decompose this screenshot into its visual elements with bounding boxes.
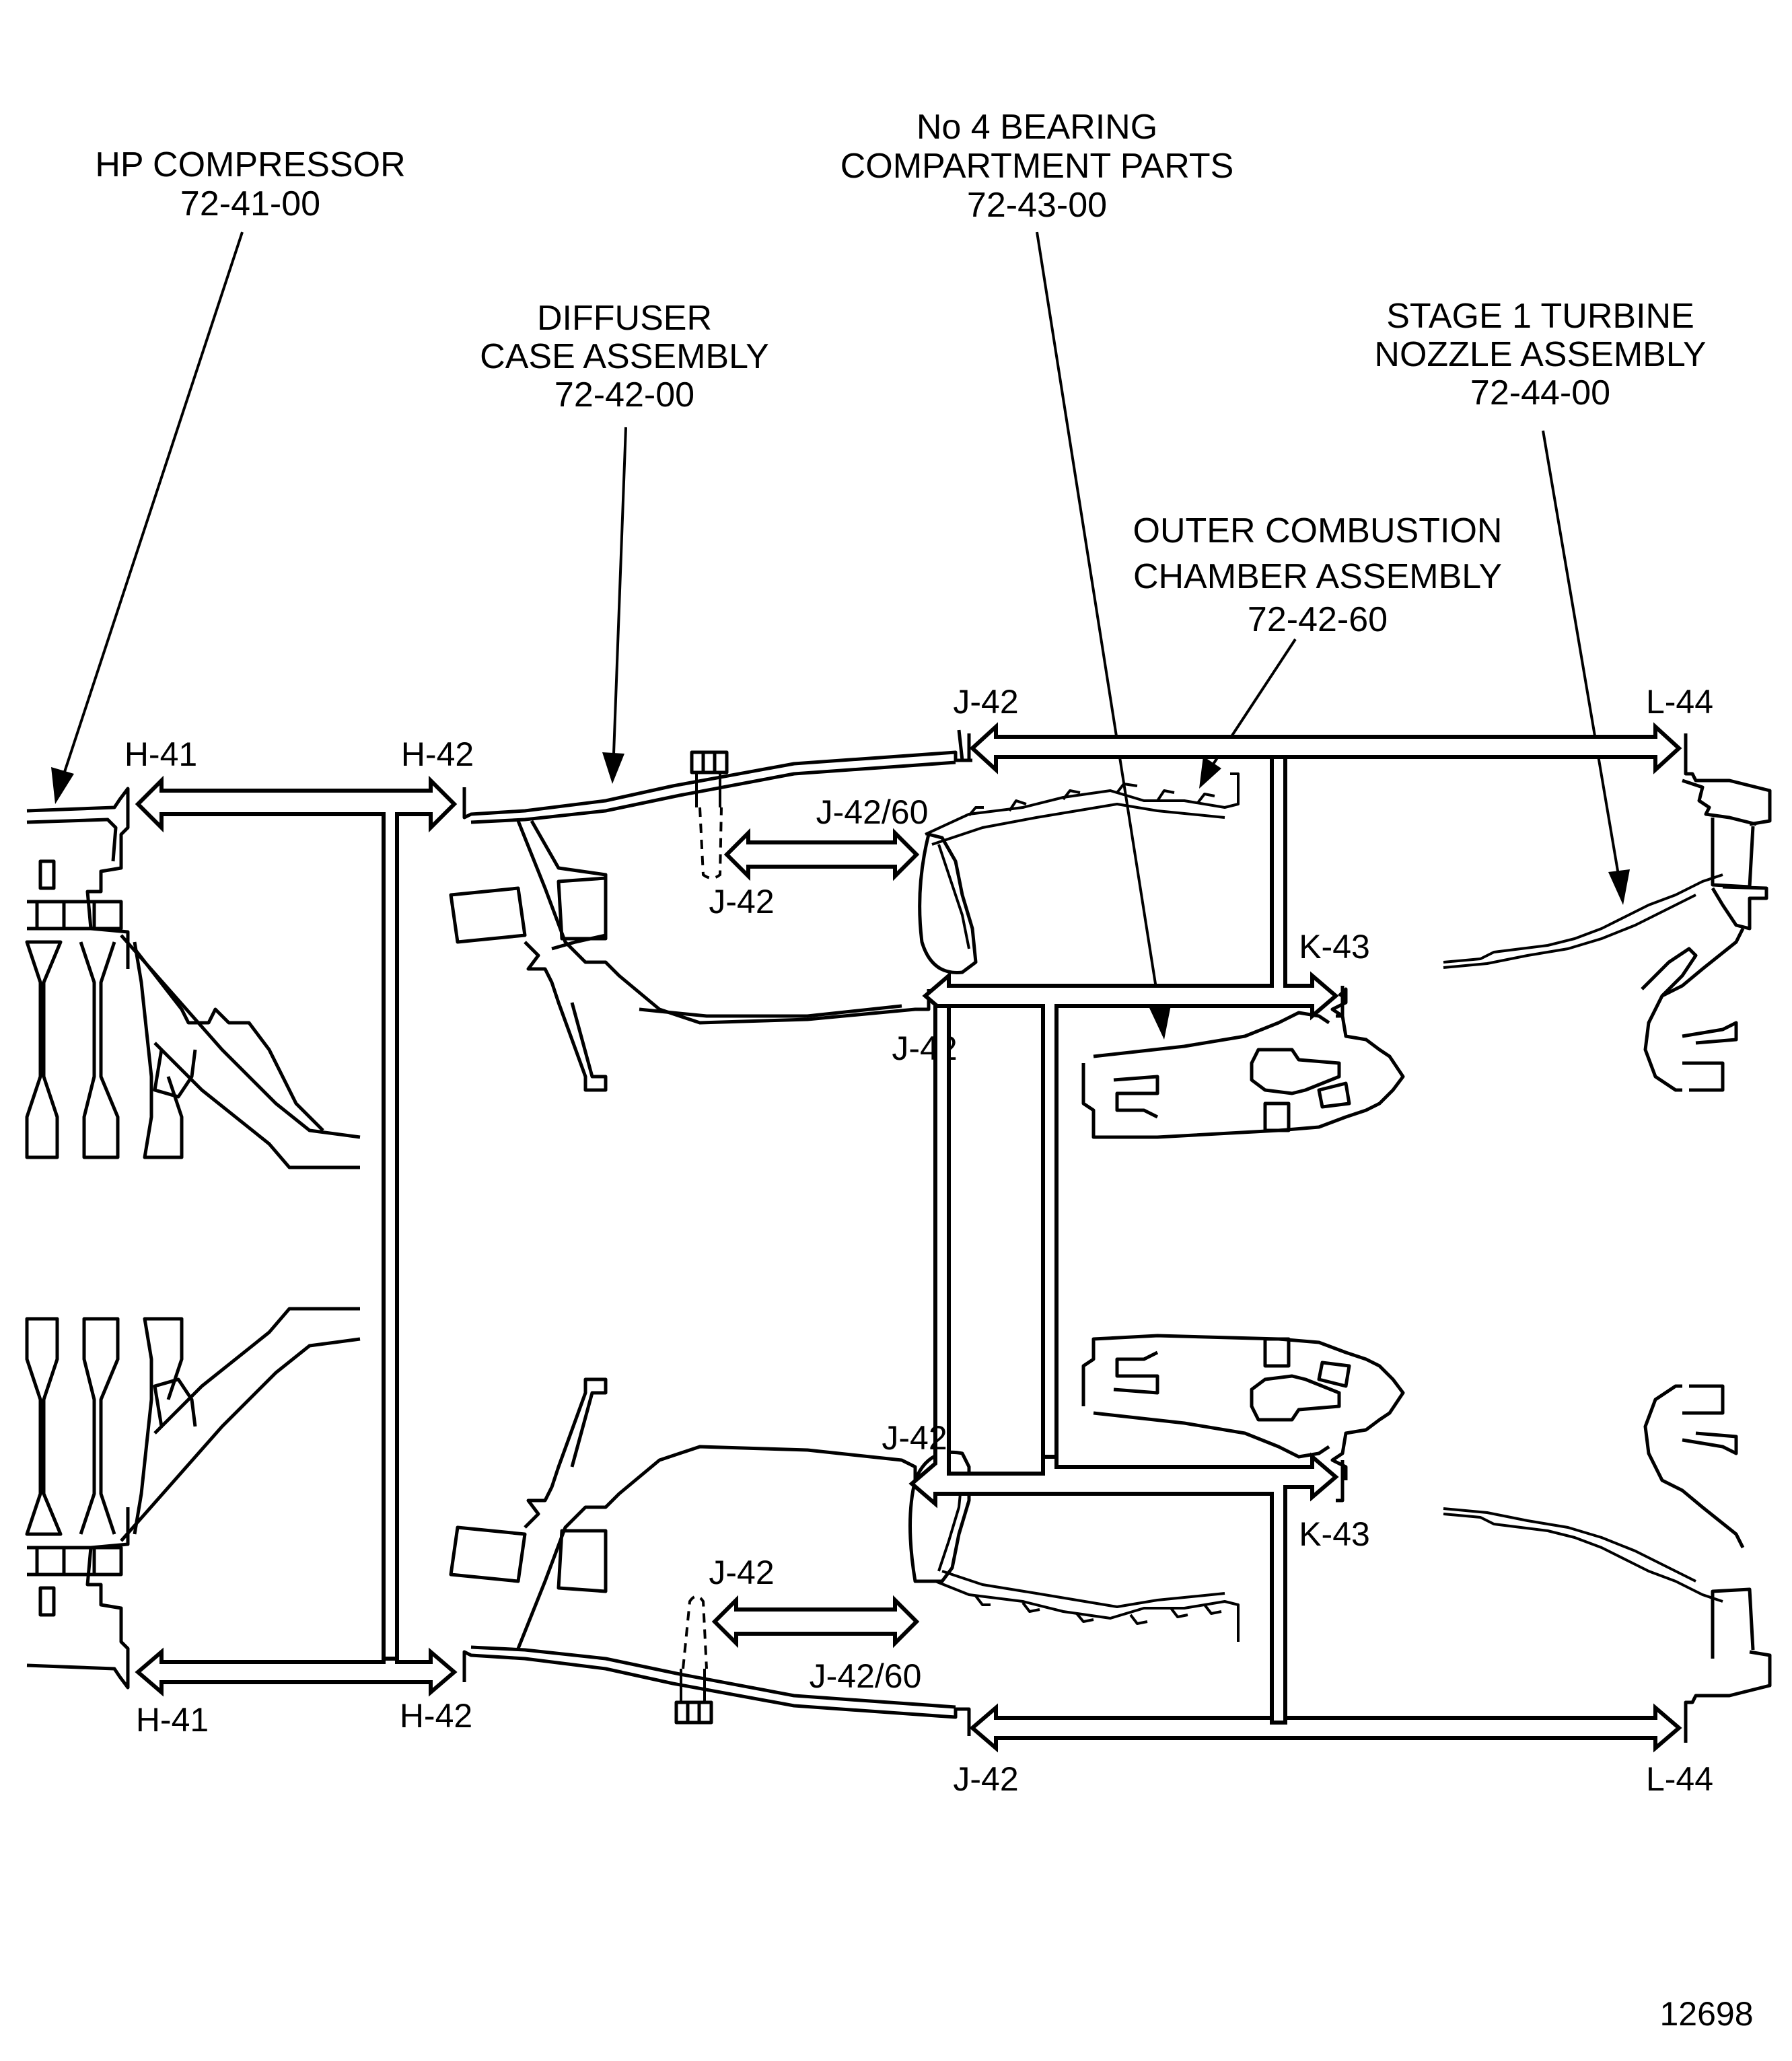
label-outer-combustion-chamber: OUTER COMBUSTION CHAMBER ASSEMBLY 72-42-… (1133, 511, 1503, 639)
label-line: NOZZLE ASSEMBLY (1374, 335, 1706, 374)
connection-label-k43: K-43 (1299, 928, 1370, 966)
connector-arrow-h41-h42-upper (135, 775, 458, 1661)
part-bolt-upper (690, 750, 729, 879)
connector-arrow-j42-l44-upper (969, 722, 1682, 991)
figure-number: 12698 (1659, 1995, 1753, 2033)
connection-label-j42-60: J-42/60 (816, 793, 929, 831)
connection-label-j42: J-42 (709, 883, 774, 920)
leader-stage1-turbine-nozzle (1542, 430, 1630, 905)
connection-label-h42: H-42 (401, 735, 474, 773)
flange-j42-upper (957, 729, 972, 762)
connector-arrow-h41-h42-lower (135, 1647, 458, 1697)
label-line: 72-41-00 (180, 184, 320, 223)
label-line: COMPARTMENT PARTS (840, 147, 1234, 186)
part-hp-compressor-upper (25, 787, 361, 1169)
label-line: OUTER COMBUSTION (1133, 511, 1503, 550)
part-bolt-lower (674, 1595, 713, 1725)
leader-hp-compressor (51, 231, 244, 804)
connector-arrow-j42-60-upper (723, 828, 920, 881)
connection-label-h41: H-41 (136, 1701, 209, 1739)
connection-label-l44: L-44 (1646, 683, 1713, 721)
connection-label-j42: J-42 (882, 1419, 947, 1457)
label-no4-bearing: No 4 BEARING COMPARTMENT PARTS 72-43-00 (840, 108, 1234, 225)
flange-k43-upper (1336, 986, 1345, 1018)
connection-label-j42: J-42 (953, 1760, 1018, 1798)
part-turbine-nozzle-lower (1443, 1384, 1772, 1743)
part-diffuser-case-upper (449, 733, 971, 1092)
part-diffuser-case-lower (449, 1377, 971, 1736)
connector-arrow-j42-k43-lower (908, 1004, 1339, 1725)
part-hp-compressor-lower (25, 1307, 361, 1690)
connection-label-j42: J-42 (953, 683, 1018, 721)
connector-arrow-j42-k43-upper (922, 755, 1339, 1459)
flange-k43-lower (1336, 1460, 1345, 1503)
connection-labels-lower: J-42 J-42 K-43 J-42/60 H-41 H-42 J-42 L-… (136, 1419, 1713, 1798)
label-line: CHAMBER ASSEMBLY (1133, 557, 1502, 596)
label-line: 72-43-00 (967, 186, 1107, 225)
label-diffuser-case: DIFFUSER CASE ASSEMBLY 72-42-00 (480, 299, 769, 414)
label-hp-compressor: HP COMPRESSOR 72-41-00 (95, 145, 405, 223)
connection-label-j42: J-42 (709, 1554, 774, 1591)
label-line: No 4 BEARING (917, 108, 1157, 147)
label-line: STAGE 1 TURBINE (1386, 297, 1694, 336)
leader-diffuser-case (602, 427, 627, 784)
connection-label-k43: K-43 (1299, 1515, 1370, 1553)
part-no4-bearing-lower (1081, 1334, 1405, 1480)
label-stage1-turbine-nozzle: STAGE 1 TURBINE NOZZLE ASSEMBLY 72-44-00 (1374, 297, 1706, 412)
connection-label-j42-60: J-42/60 (810, 1657, 922, 1695)
label-line: 72-42-60 (1248, 600, 1388, 639)
part-no4-bearing-upper (1081, 987, 1405, 1139)
leader-no4-bearing (1036, 231, 1171, 1040)
label-line: 72-42-00 (554, 375, 694, 414)
part-turbine-nozzle-upper (1443, 733, 1772, 1092)
connection-label-h42: H-42 (400, 1697, 472, 1735)
connector-arrow-j42-60-lower (711, 1595, 920, 1649)
label-line: DIFFUSER (537, 299, 712, 338)
connection-label-h41: H-41 (124, 735, 197, 773)
connector-arrow-j42-l44-lower (969, 1703, 1682, 1753)
connection-label-l44: L-44 (1646, 1760, 1713, 1798)
label-line: HP COMPRESSOR (95, 145, 405, 184)
part-combustion-chamber-upper (918, 772, 1240, 974)
label-line: 72-44-00 (1470, 373, 1610, 412)
label-line: CASE ASSEMBLY (480, 337, 769, 376)
